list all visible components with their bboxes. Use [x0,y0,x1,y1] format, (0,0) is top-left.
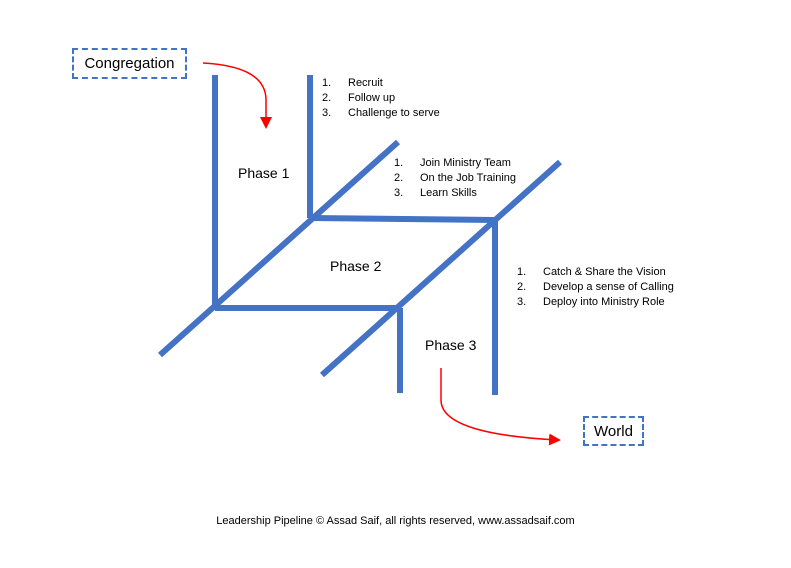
list-item-text: Join Ministry Team [420,157,511,169]
arrow-in [202,62,272,129]
list-item-text: Develop a sense of Calling [543,281,674,293]
list-item: 3.Deploy into Ministry Role [517,296,665,308]
list-item: 3.Learn Skills [394,187,477,199]
world-box: World [583,416,644,446]
list-item: 1.Join Ministry Team [394,157,511,169]
list-item: 2.On the Job Training [394,172,517,184]
list-item-text: Deploy into Ministry Role [543,296,665,308]
list-item-text: Recruit [348,77,383,89]
list-item-text: Follow up [348,92,396,104]
phase-3-label: Phase 3 [425,337,477,353]
list-item-text: Learn Skills [420,187,477,199]
list-item: 2.Follow up [322,92,396,104]
pipe-horizontal-top [309,215,496,223]
phase-3-list: 1.Catch & Share the Vision 2.Develop a s… [517,265,674,310]
phase-2-list: 1.Join Ministry Team 2.On the Job Traini… [394,156,516,201]
list-item: 3.Challenge to serve [322,107,440,119]
list-item: 1.Catch & Share the Vision [517,266,666,278]
arrow-out [440,368,561,446]
phase-1-label: Phase 1 [238,165,290,181]
list-item-text: On the Job Training [420,172,517,184]
phase-1-list: 1.Recruit 2.Follow up 3.Challenge to ser… [322,76,440,121]
list-item: 2.Develop a sense of Calling [517,281,674,293]
congregation-box: Congregation [72,48,187,79]
world-label: World [594,422,633,440]
phase-2-label: Phase 2 [330,258,382,274]
list-item-text: Catch & Share the Vision [543,266,666,278]
congregation-label: Congregation [84,55,175,72]
pipe-diagonal-1 [157,139,401,358]
pipe-diagonal-2 [319,159,563,378]
list-item-text: Challenge to serve [348,107,440,119]
copyright-footer: Leadership Pipeline © Assad Saif, all ri… [216,515,575,527]
list-item: 1.Recruit [322,77,383,89]
